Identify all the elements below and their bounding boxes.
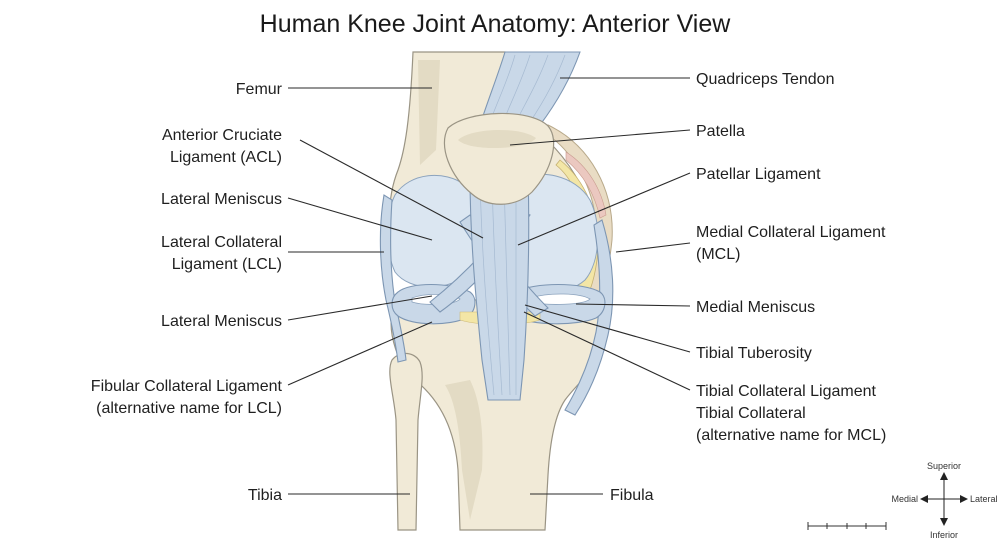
arrow-left-icon [920,495,928,503]
compass-inferior: Inferior [930,530,958,540]
arrow-down-icon [940,518,948,526]
label-lateral-meniscus-lower: Lateral Meniscus [161,313,282,330]
label-femur: Femur [236,81,283,98]
label-fibular-line2: (alternative name for LCL) [96,400,282,417]
label-quadriceps-tendon: Quadriceps Tendon [696,71,834,88]
compass-lateral: Lateral [970,494,998,504]
arrow-right-icon [960,495,968,503]
label-patella: Patella [696,123,745,140]
left-labels: Femur Anterior Cruciate Ligament (ACL) L… [91,81,283,504]
label-fibular-line1: Fibular Collateral Ligament [91,378,283,395]
lateral-collateral-ligament [379,194,407,363]
label-lateral-meniscus-upper: Lateral Meniscus [161,191,282,208]
label-tibial-coll-line3: (alternative name for MCL) [696,427,886,444]
leader-lines [287,77,691,495]
label-patellar-ligament: Patellar Ligament [696,166,821,183]
label-fibula: Fibula [610,487,654,504]
arrow-up-icon [940,472,948,480]
label-tibial-coll-line1: Tibial Collateral Ligament [696,383,876,400]
label-tibia: Tibia [248,487,282,504]
label-acl-line2: Ligament (ACL) [170,149,282,166]
label-tibial-tuberosity: Tibial Tuberosity [696,345,812,362]
label-lcl-line2: Ligament (LCL) [172,256,282,273]
compass-superior: Superior [927,461,961,471]
label-medial-meniscus: Medial Meniscus [696,299,815,316]
compass-medial: Medial [891,494,918,504]
scale-bar [807,522,887,530]
label-lcl-line1: Lateral Collateral [161,234,282,251]
label-mcl-line2: (MCL) [696,246,740,263]
label-mcl-line1: Medial Collateral Ligament [696,224,886,241]
right-labels: Quadriceps Tendon Patella Patellar Ligam… [610,71,886,504]
diagram-title: Human Knee Joint Anatomy: Anterior View [260,10,732,38]
orientation-compass: Superior Inferior Medial Lateral [891,461,997,540]
fibula-bone [389,352,423,531]
label-tibial-coll-line2: Tibial Collateral [696,405,806,422]
patellar-ligament [469,174,530,401]
knee-illustration [379,51,614,531]
label-acl-line1: Anterior Cruciate [162,127,282,144]
